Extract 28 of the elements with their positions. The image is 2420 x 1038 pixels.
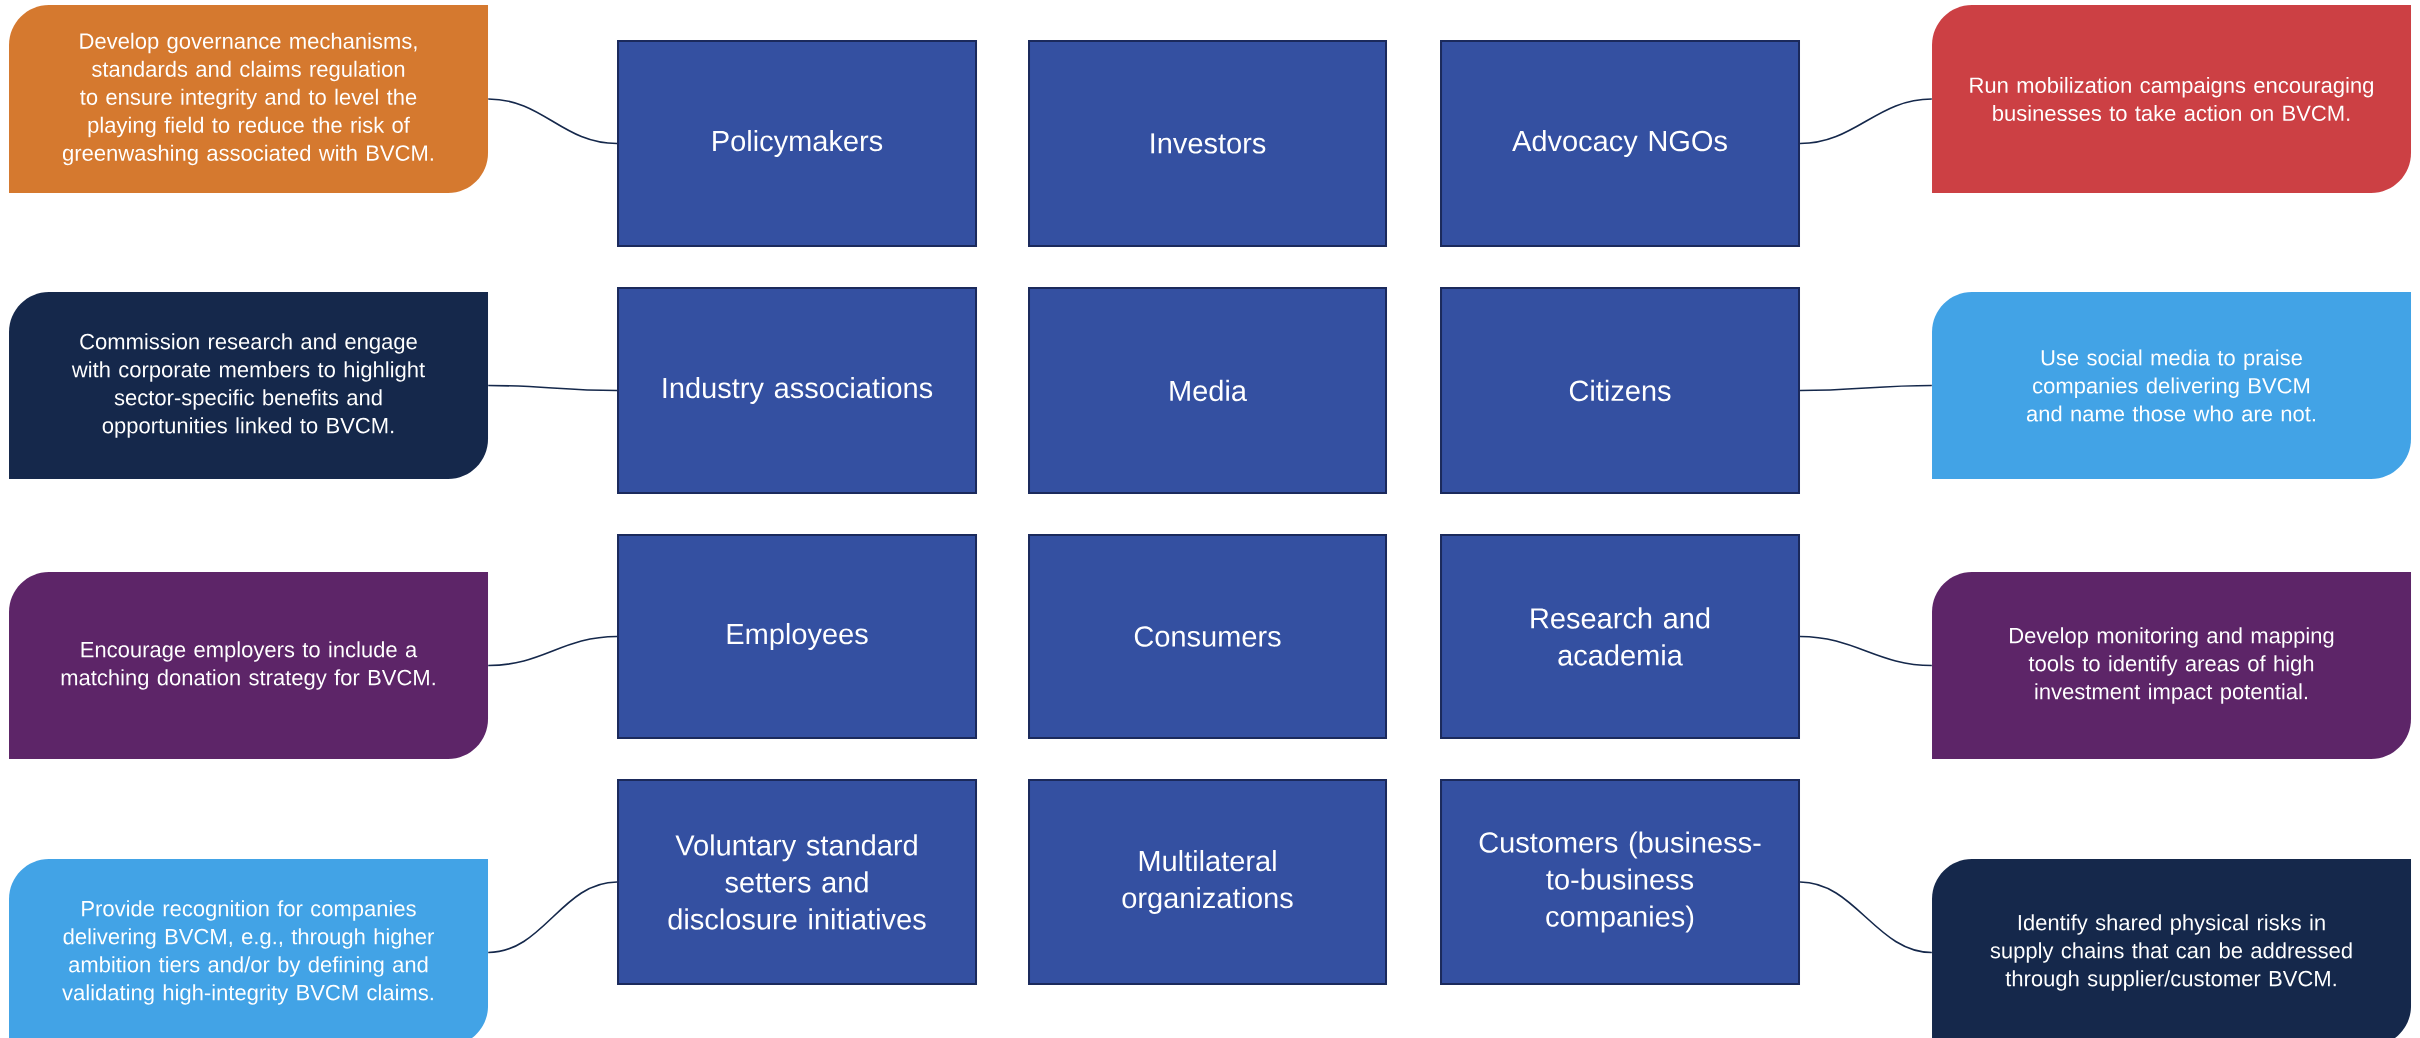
stakeholder-box: Citizens	[1440, 287, 1800, 494]
action-card: Develop monitoring and mapping tools to identify areas of high investment impact potential.	[1932, 572, 2411, 759]
connector-line	[487, 98, 618, 145]
action-card: Provide recognition for companies delivering BVCM, e.g., through higher ambition tiers and/or by defining and validating high-integrity BVCM claims.	[9, 859, 488, 1038]
connector-line	[1799, 384, 1933, 392]
action-card: Identify shared physical risks in supply chains that can be addressed through supplier/customer BVCM.	[1932, 859, 2411, 1038]
action-card: Commission research and engage with corporate members to highlight sector-specific benefits and opportunities linked to BVCM.	[9, 292, 488, 479]
action-card: Use social media to praise companies delivering BVCM and name those who are not.	[1932, 292, 2411, 479]
connector-line	[1799, 98, 1933, 145]
connector-line	[1799, 635, 1933, 667]
stakeholder-box: Multilateral organizations	[1028, 779, 1387, 985]
stakeholder-box: Employees	[617, 534, 977, 739]
stakeholder-box: Voluntary standard setters and disclosure initiatives	[617, 779, 977, 985]
stakeholder-box: Advocacy NGOs	[1440, 40, 1800, 247]
connector-line	[487, 881, 618, 954]
stakeholder-box: Investors	[1028, 40, 1387, 247]
stakeholder-box: Customers (business-to-business companies)	[1440, 779, 1800, 985]
stakeholder-box: Media	[1028, 287, 1387, 494]
connector-line	[487, 384, 618, 392]
action-card: Run mobilization campaigns encouraging businesses to take action on BVCM.	[1932, 5, 2411, 193]
stakeholder-box: Consumers	[1028, 534, 1387, 739]
stakeholder-box: Industry associations	[617, 287, 977, 494]
stakeholder-box: Research and academia	[1440, 534, 1800, 739]
stakeholder-box: Policymakers	[617, 40, 977, 247]
action-card: Develop governance mechanisms, standards and claims regulation to ensure integrity and to level the playing field to reduce the risk of greenwashing associated with BVCM.	[9, 5, 488, 193]
connector-line	[1799, 881, 1933, 954]
action-card: Encourage employers to include a matching donation strategy for BVCM.	[9, 572, 488, 759]
connector-line	[487, 635, 618, 667]
